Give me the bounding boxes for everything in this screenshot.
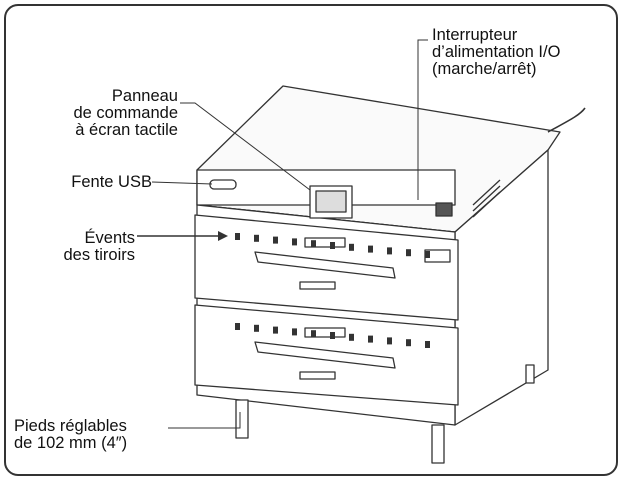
label-drawer-vents-line-1: Évents — [84, 229, 135, 247]
power-cord — [547, 107, 586, 133]
vent-slot — [387, 247, 392, 255]
vent-slot — [387, 337, 392, 345]
vent-slot — [425, 341, 430, 348]
leader-power-switch — [417, 39, 428, 200]
vent-slot — [368, 335, 373, 343]
drawer-upper-vents — [235, 233, 430, 258]
vent-slot — [254, 324, 259, 332]
vent-slot — [368, 245, 373, 253]
vent-slot — [273, 326, 278, 334]
arrowhead-drawer-vents — [218, 231, 228, 241]
vent-slot — [349, 243, 354, 251]
touchscreen-display — [315, 190, 347, 213]
label-drawer-vents-line-2: des tiroirs — [63, 246, 135, 264]
label-usb-slot: Fente USB — [71, 174, 152, 191]
drawer-lower-bottom-slot — [299, 371, 336, 380]
vent-slot — [406, 339, 411, 347]
drawer-upper-window — [304, 237, 346, 248]
leader-control-panel — [180, 102, 311, 191]
vent-slot — [311, 330, 316, 338]
leader-usb — [151, 181, 213, 185]
vent-slot — [292, 328, 297, 336]
drawer-lower-handle — [254, 341, 396, 369]
vent-slot — [330, 242, 335, 249]
foot-front-right — [431, 424, 445, 464]
label-adjustable-feet: Pieds réglables de 102 mm (4″) — [14, 418, 127, 452]
drawer-upper-bottom-slot — [299, 281, 336, 290]
drawer-lower — [194, 304, 459, 406]
label-drawer-vents: Évents des tiroirs — [63, 230, 135, 264]
vent-slot — [273, 236, 278, 244]
foot-front-left — [235, 399, 249, 439]
label-usb-slot-line-1: Fente USB — [71, 173, 152, 191]
vent-slot — [349, 333, 354, 341]
side-vents — [472, 179, 501, 218]
label-power-switch-line-2: d’alimentation I/O — [432, 43, 561, 61]
power-switch-icon — [435, 202, 453, 217]
label-power-switch: Interrupteur d’alimentation I/O (marche/… — [432, 27, 560, 78]
diagram-frame — [4, 4, 618, 476]
label-control-panel-line-2: de commande — [73, 104, 178, 122]
vent-slot — [254, 234, 259, 242]
label-adjustable-feet-line-1: Pieds réglables — [14, 417, 127, 435]
vent-slot — [292, 238, 297, 246]
foot-back-right — [525, 364, 535, 384]
label-power-switch-line-3: (marche/arrêt) — [432, 60, 537, 78]
vent-slot — [406, 249, 411, 257]
vent-slot — [311, 240, 316, 248]
drawer-lower-vents — [235, 323, 430, 348]
label-control-panel-line-1: Panneau — [111, 87, 178, 105]
label-adjustable-feet-line-2: de 102 mm (4″) — [14, 434, 128, 452]
drawer-upper-handle — [254, 251, 396, 279]
vent-slot — [235, 323, 240, 330]
vent-slot — [330, 332, 335, 339]
label-control-panel: Panneau de commande à écran tactile — [73, 88, 178, 139]
vent-slot — [425, 251, 430, 258]
vent-slot — [235, 233, 240, 240]
drawer-lower-window — [304, 327, 346, 338]
label-power-switch-line-1: Interrupteur — [432, 26, 518, 44]
label-control-panel-line-3: à écran tactile — [75, 121, 178, 139]
drawer-upper — [194, 214, 459, 321]
usb-slot-icon — [209, 179, 237, 190]
leader-feet — [168, 412, 241, 429]
